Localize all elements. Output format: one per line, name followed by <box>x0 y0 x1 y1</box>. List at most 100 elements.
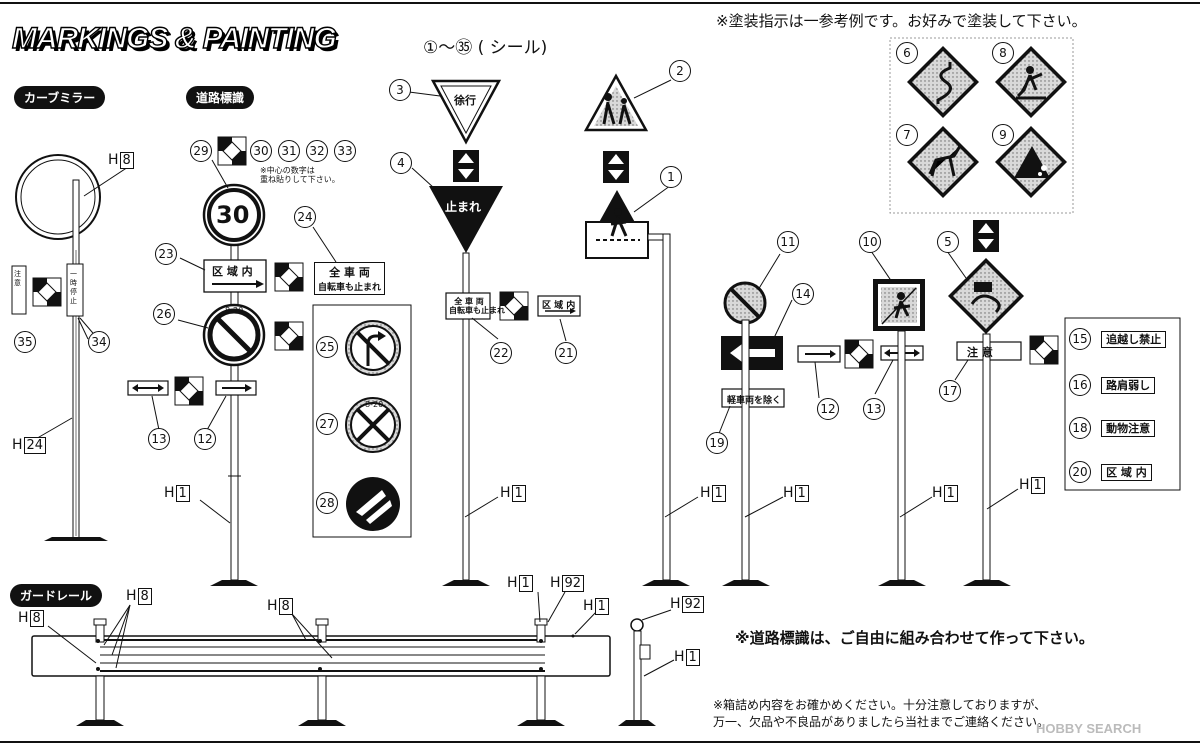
callout-6: 6 <box>896 42 918 64</box>
all-vehicles-small-line1: 全 車 両 <box>454 297 484 306</box>
height-value: 1 <box>711 485 726 502</box>
aux-sign-16-label: 路肩弱し <box>1101 377 1156 394</box>
section-curve-mirror: カーブミラー <box>14 86 106 109</box>
callout-24: 24 <box>294 206 316 228</box>
sticker-range-label: ①～㉟ ( シール) <box>423 38 548 58</box>
aux-sign-15-number: 15 <box>1069 328 1091 350</box>
watermark: HOBBY SEARCH <box>1036 721 1142 736</box>
page-title: MARKINGS & PAINTING <box>11 21 337 55</box>
callout-8: 8 <box>992 42 1014 64</box>
callout-30: 30 <box>250 140 272 162</box>
caution-plate-text: 注 意 <box>967 346 993 359</box>
aux-sign-20-label: 区 域 内 <box>1101 464 1152 481</box>
height-code: H <box>108 152 119 168</box>
height-code: H <box>550 575 561 591</box>
callout-12a: 12 <box>194 428 216 450</box>
callout-5: 5 <box>937 231 959 253</box>
callout-23: 23 <box>155 243 177 265</box>
callout-13a: 13 <box>148 428 170 450</box>
height-value: 1 <box>175 485 190 502</box>
height-code: H <box>12 437 23 453</box>
height-code: H <box>126 588 137 604</box>
height-value: 1 <box>1030 477 1045 494</box>
guardrail <box>31 618 611 726</box>
callout-29: 29 <box>190 140 212 162</box>
mirror-label-stop: 一時停止 <box>70 270 77 305</box>
overlap-note-line1: ※中心の数字は <box>260 166 315 175</box>
except-light-vehicles-text: 軽車両を除く <box>727 396 782 406</box>
all-vehicles-small-line2: 自転車も止まれ <box>449 306 505 315</box>
height-code: H <box>932 485 943 501</box>
aux-sign-15: 15 追越し禁止 <box>1069 328 1167 350</box>
height-value: 1 <box>685 649 700 666</box>
road-works-pole <box>873 279 926 586</box>
height-value: 1 <box>518 575 533 592</box>
warning-sign-panel <box>889 37 1074 214</box>
pedestrian-sign-pole <box>583 73 690 586</box>
height-code: H <box>783 485 794 501</box>
callout-35: 35 <box>14 331 36 353</box>
height-value: 8 <box>278 598 293 615</box>
no-parking-time-text: 8-20 <box>225 306 244 315</box>
aux-sign-18: 18 動物注意 <box>1069 417 1156 439</box>
aux-sign-16: 16 路肩弱し <box>1069 374 1156 396</box>
section-guardrail: ガードレール <box>10 584 103 607</box>
callout-4: 4 <box>390 152 412 174</box>
height-value: 8 <box>119 152 134 169</box>
contents-check-note: ※箱詰め内容をお確かめください。十分注意しておりますが、 万一、欠品や不良品があ… <box>713 697 1049 731</box>
callout-9: 9 <box>992 124 1014 146</box>
callout-11: 11 <box>777 231 799 253</box>
height-value: 8 <box>137 588 152 605</box>
callout-19: 19 <box>706 432 728 454</box>
section-road-signs: 道路標識 <box>186 86 255 109</box>
height-value: 1 <box>794 485 809 502</box>
contents-check-line1: ※箱詰め内容をお確かめください。十分注意しておりますが、 <box>713 698 1047 712</box>
callout-17: 17 <box>939 380 961 402</box>
height-value: 92 <box>681 596 705 613</box>
aux-sign-20: 20 区 域 内 <box>1069 461 1152 483</box>
sign-tomare-text: 止まれ <box>445 200 482 214</box>
mirror-label-caution: 注意 <box>14 270 21 287</box>
callout-1: 1 <box>660 166 682 188</box>
leader-lines <box>26 79 1019 677</box>
callout-2: 2 <box>669 60 691 82</box>
yield-stop-pole <box>429 79 581 586</box>
no-stopping-time-text: 8-20 <box>365 400 384 409</box>
assembly-note: ※道路標識は、ご自由に組み合わせて作って下さい。 <box>735 629 1094 647</box>
callout-27: 27 <box>316 413 338 435</box>
all-vehicles-line1: 全 車 両 <box>329 266 370 279</box>
callout-33: 33 <box>334 140 356 162</box>
callout-32: 32 <box>306 140 328 162</box>
height-value: 1 <box>511 485 526 502</box>
height-code: H <box>267 598 278 614</box>
arrow-plates-left <box>127 376 257 406</box>
sign-jokou-text: 徐行 <box>454 94 476 107</box>
callout-3: 3 <box>389 79 411 101</box>
callout-21: 21 <box>555 342 577 364</box>
contents-check-line2: 万一、欠品や不良品がありましたら当社までご連絡ください。 <box>713 715 1050 729</box>
callout-7: 7 <box>896 124 918 146</box>
callout-28: 28 <box>316 492 338 514</box>
slippery-road-pole <box>948 220 1024 586</box>
callout-14: 14 <box>792 283 814 305</box>
aux-sign-20-number: 20 <box>1069 461 1091 483</box>
all-vehicles-small: 全 車 両 自転車も止まれ <box>449 297 505 315</box>
height-code: H <box>18 610 29 626</box>
overlap-note-line2: 重ね貼りして下さい。 <box>260 175 340 184</box>
guardrail-end-post <box>618 618 656 726</box>
height-value: 1 <box>943 485 958 502</box>
